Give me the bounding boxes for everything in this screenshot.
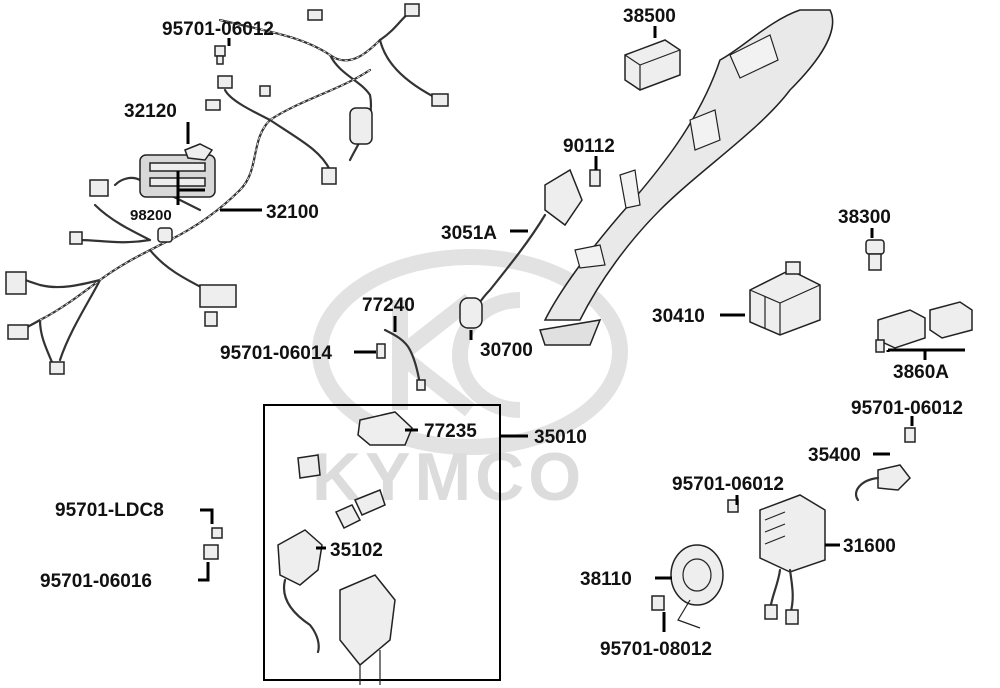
callout-30700: 30700 xyxy=(480,340,533,361)
callout-95701-06012: 95701-06012 xyxy=(851,398,963,419)
scooter-frame xyxy=(539,9,834,346)
callout-38500: 38500 xyxy=(623,6,676,27)
part-3860A xyxy=(875,301,973,353)
callout-35010: 35010 xyxy=(534,427,587,448)
callout-30410: 30410 xyxy=(652,306,705,327)
part-38300 xyxy=(865,239,885,271)
bolt-95701-06012-a xyxy=(214,45,226,65)
callout-95701-06016: 95701-06016 xyxy=(40,571,152,592)
part-38110 xyxy=(651,544,724,629)
lock-set-box-35010 xyxy=(263,404,501,685)
callout-31600: 31600 xyxy=(843,536,896,557)
bolt-95701-LDC8 xyxy=(211,527,223,539)
callout-35102: 35102 xyxy=(330,540,383,561)
wire-harness-32100 xyxy=(5,3,449,375)
callout-32100: 32100 xyxy=(266,202,319,223)
callout-35400: 35400 xyxy=(808,445,861,466)
callout-3860A: 3860A xyxy=(893,362,949,383)
part-31600 xyxy=(727,494,826,625)
callout-77235: 77235 xyxy=(424,421,477,442)
callout-98200: 98200 xyxy=(130,207,172,224)
clip-32120 xyxy=(184,143,214,161)
part-38500 xyxy=(624,39,681,91)
callout-labels: 95701-06012 38500 32120 90112 98200 3210… xyxy=(40,6,963,660)
watermark-text: KYMCO xyxy=(312,439,585,515)
part-77240 xyxy=(376,328,426,391)
callout-3051A: 3051A xyxy=(441,223,497,244)
callout-90112: 90112 xyxy=(563,136,615,157)
callout-38300: 38300 xyxy=(838,207,891,228)
callout-38110: 38110 xyxy=(580,569,632,590)
callout-77240: 77240 xyxy=(362,295,415,316)
bolt-95701-06016 xyxy=(203,544,219,560)
part-30700 xyxy=(459,297,483,329)
callout-95701-06012: 95701-06012 xyxy=(162,19,274,40)
callout-95701-06014: 95701-06014 xyxy=(220,343,332,364)
leader-lines xyxy=(176,26,965,632)
callout-95701-LDC8: 95701-LDC8 xyxy=(55,500,164,521)
callout-95701-08012: 95701-08012 xyxy=(600,639,712,660)
callout-95701-06012: 95701-06012 xyxy=(672,474,784,495)
callout-32120: 32120 xyxy=(124,101,177,122)
part-35400 xyxy=(854,427,916,502)
part-30410 xyxy=(749,261,821,336)
